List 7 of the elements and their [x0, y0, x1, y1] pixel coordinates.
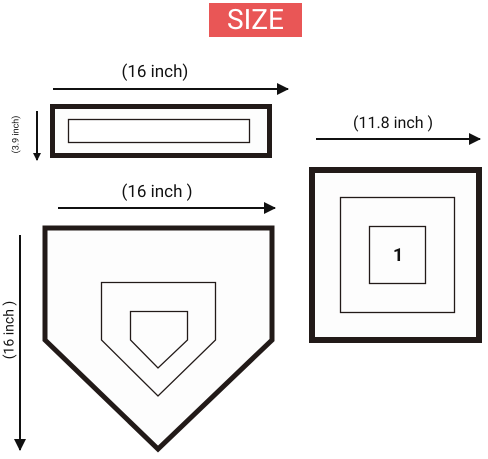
dimension-label: (16 inch ): [2, 300, 16, 360]
dimension-label: (16 inch ): [122, 184, 193, 200]
part-number: 1: [393, 247, 404, 265]
dimension-label: (11.8 inch ): [353, 115, 434, 131]
dimension-label: (3.9 inch): [12, 115, 22, 153]
dimension-label: (16 inch): [122, 64, 188, 80]
title-banner: SIZE: [209, 3, 302, 37]
